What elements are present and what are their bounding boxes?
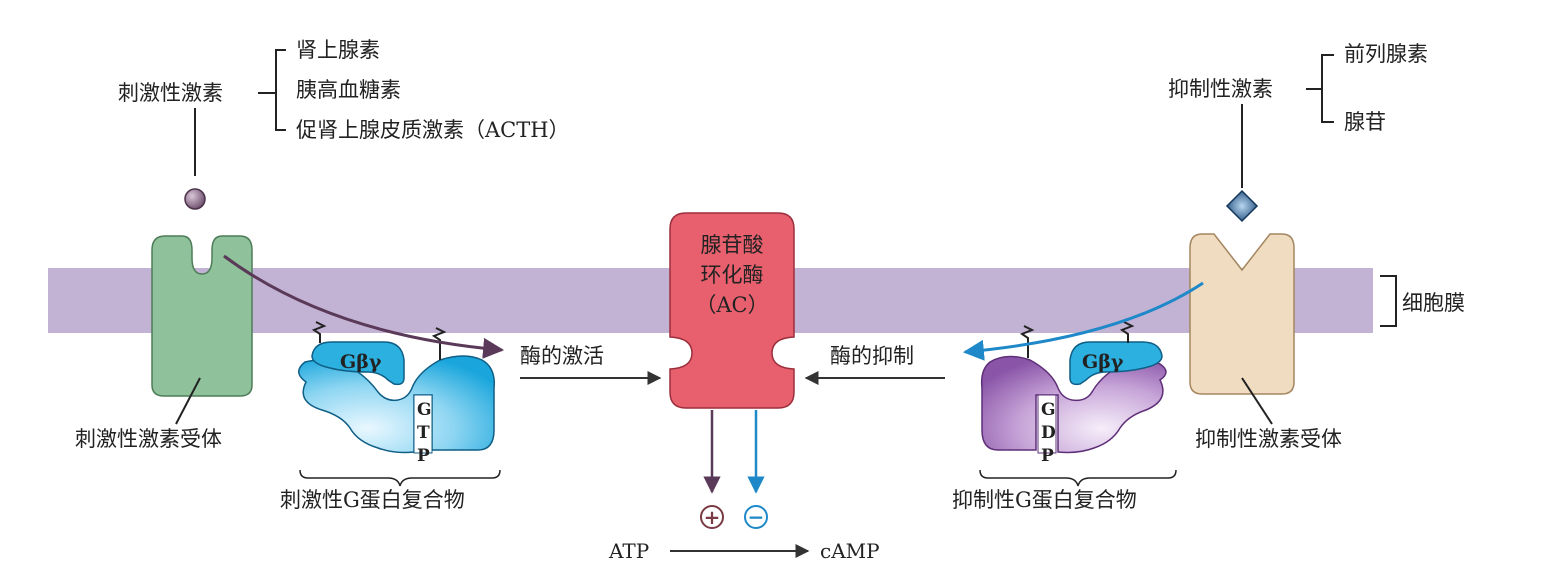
inhib-g-beta-gamma	[1069, 341, 1163, 386]
stim-lipid-anchor	[311, 321, 327, 343]
stim-g-beta-gamma	[311, 341, 405, 386]
ac-body	[669, 212, 795, 409]
inhib-g-complex-brace	[979, 469, 1177, 487]
inhib-receptor-body	[1189, 233, 1295, 395]
stimulatory-receptor: 刺激性激素受体	[75, 235, 253, 451]
inhib-g-beta-gamma-label: Gβγ	[1082, 351, 1124, 373]
stim-hormone-title: 刺激性激素	[118, 81, 223, 105]
stim-receptor-body	[151, 235, 253, 397]
inhibitory-hormone-group: 抑制性激素 前列腺素 腺苷	[1168, 42, 1428, 223]
stim-lipid-anchor	[431, 327, 447, 360]
inhib-hormone-item: 腺苷	[1344, 110, 1386, 134]
atp-label: ATP	[608, 539, 649, 563]
inhib-receptor-label: 抑制性激素受体	[1195, 427, 1342, 451]
inhib-g-complex-label: 抑制性G蛋白复合物	[952, 488, 1137, 512]
stim-g-beta-gamma-label: Gβγ	[340, 351, 382, 373]
stim-hormone-ligand-icon	[184, 188, 206, 210]
inhib-nucleotide-letter: P	[1041, 446, 1054, 466]
inhib-gdp-slot	[1037, 394, 1057, 454]
stim-nucleotide-letter: P	[417, 446, 430, 466]
stim-nucleotide-letter: G	[417, 400, 432, 420]
stim-gtp-slot	[413, 394, 433, 454]
stim-hormone-item: 胰高血糖素	[296, 78, 401, 102]
stim-g-complex-brace	[299, 469, 501, 487]
ac-label-line: 腺苷酸	[701, 233, 764, 257]
inhib-hormone-ligand-icon	[1225, 189, 1259, 223]
stimulatory-hormone-group: 刺激性激素 肾上腺素 胰高血糖素 促肾上腺皮质激素（ACTH）	[118, 38, 570, 210]
minus-symbol: −	[748, 505, 765, 529]
stim-receptor-label: 刺激性激素受体	[75, 427, 222, 451]
membrane-bracket	[1380, 275, 1397, 327]
ac-label-line: 环化酶	[701, 263, 764, 287]
camp-label: cAMP	[820, 539, 880, 563]
plus-symbol: +	[704, 505, 721, 529]
stim-receptor-pointer	[175, 377, 201, 425]
inhibitory-receptor: 抑制性激素受体	[1189, 233, 1342, 451]
inhibitory-g-complex: Gβγ G D P 抑制性G蛋白复合物	[952, 321, 1177, 512]
activation-label: 酶的激活	[520, 344, 604, 368]
stim-hormone-item: 促肾上腺皮质激素（ACTH）	[296, 118, 570, 142]
stimulatory-g-complex: Gβγ G T P 刺激性G蛋白复合物	[280, 321, 501, 512]
plus-icon	[700, 505, 724, 529]
stim-g-complex-label: 刺激性G蛋白复合物	[280, 488, 465, 512]
membrane-label: 细胞膜	[1402, 291, 1465, 315]
adenylyl-cyclase: 腺苷酸 环化酶 （AC）	[669, 212, 795, 409]
inhib-hormone-item: 前列腺素	[1344, 42, 1428, 66]
stim-hormone-item: 肾上腺素	[296, 38, 380, 62]
inhib-hormone-bracket	[1306, 54, 1334, 123]
inhib-signal-arrow	[962, 281, 1204, 361]
ac-label-line: （AC）	[695, 293, 768, 317]
minus-icon	[744, 505, 768, 529]
inhib-receptor-pointer	[1241, 377, 1273, 425]
inhib-nucleotide-letter: G	[1041, 400, 1056, 420]
stim-signal-arrow	[223, 254, 505, 359]
inhib-hormone-title: 抑制性激素	[1168, 77, 1273, 101]
inhibition-label: 酶的抑制	[830, 344, 914, 368]
stim-nucleotide-letter: T	[417, 423, 430, 443]
stim-hormone-bracket	[258, 49, 286, 131]
inhib-lipid-anchor	[1119, 321, 1135, 343]
inhib-nucleotide-letter: D	[1041, 423, 1056, 443]
